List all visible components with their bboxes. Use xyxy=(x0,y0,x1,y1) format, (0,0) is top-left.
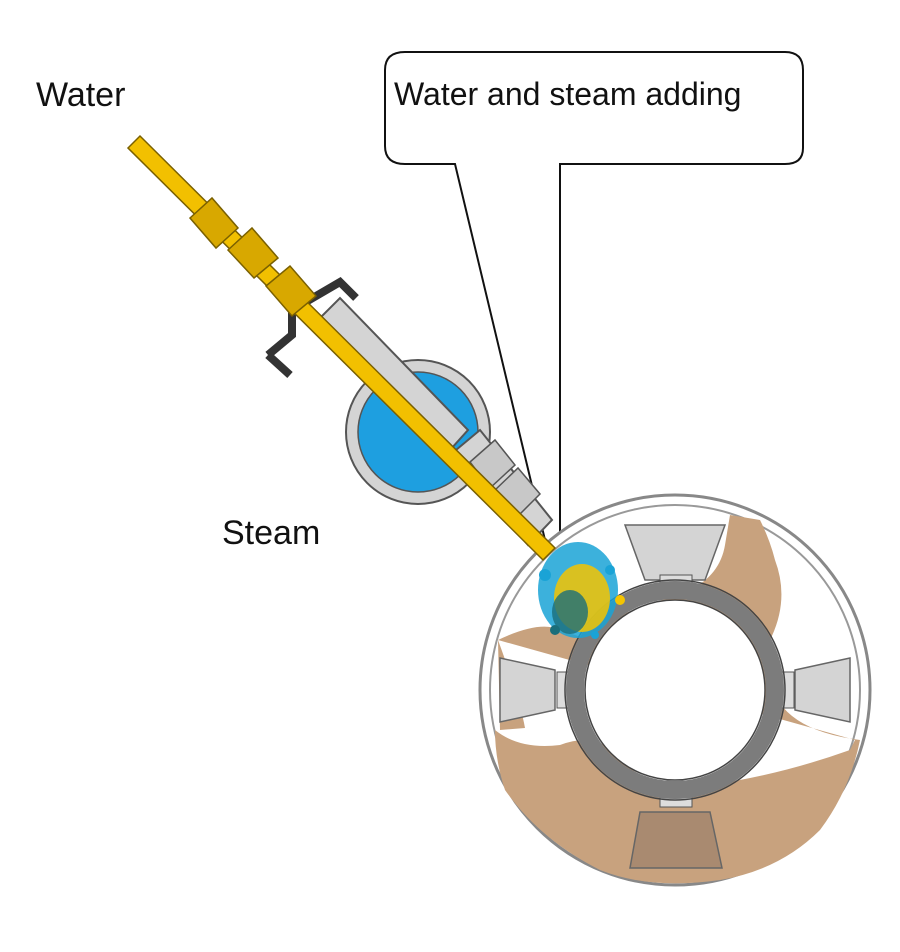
callout-text: Water and steam adding xyxy=(394,76,742,112)
steam-label: Steam xyxy=(222,514,321,552)
water-label: Water xyxy=(36,76,126,114)
water-pipe-icon xyxy=(126,134,557,562)
spray-icon xyxy=(538,542,625,639)
